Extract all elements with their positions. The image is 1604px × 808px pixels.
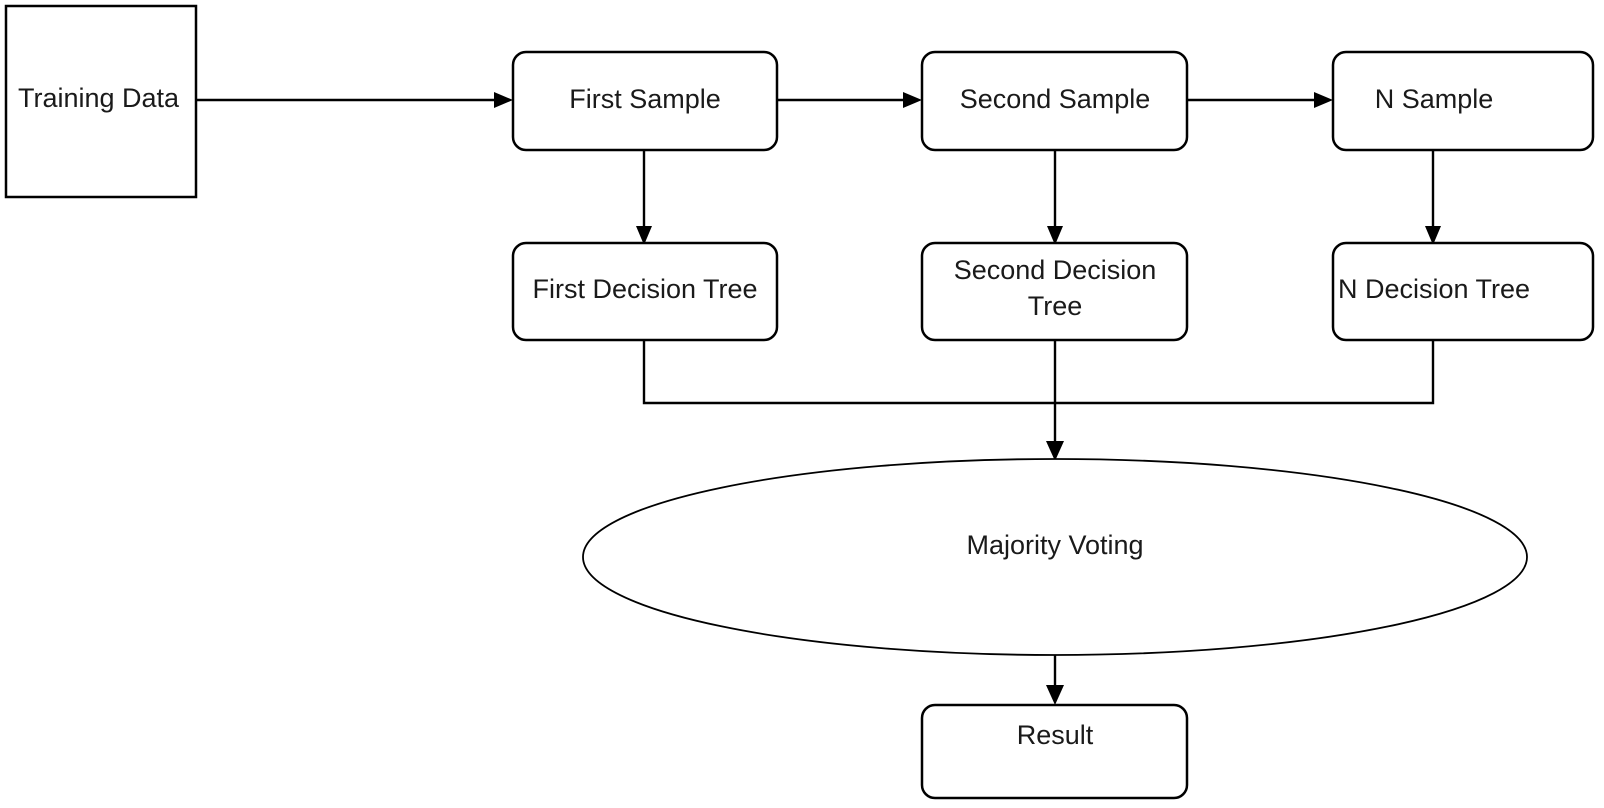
node-result[interactable]: Result: [920, 703, 1189, 800]
node-training-data[interactable]: Training Data: [4, 4, 198, 199]
node-n-sample[interactable]: N Sample: [1331, 50, 1595, 152]
node-n-decision-tree-label: N Decision Tree: [1338, 274, 1530, 304]
edge-first-tree-to-merge: [642, 340, 1055, 405]
node-majority-voting-label: Majority Voting: [966, 530, 1143, 560]
edge-second-sample-to-n-sample: [1187, 92, 1333, 108]
node-majority-voting[interactable]: Majority Voting: [582, 458, 1528, 656]
edge-second-tree-to-majority-voting: [1046, 340, 1064, 461]
node-second-decision-tree-label-line2: Tree: [1028, 291, 1083, 321]
edge-training-data-to-first-sample: [197, 92, 513, 108]
node-n-sample-label: N Sample: [1375, 84, 1494, 114]
node-first-sample-label: First Sample: [569, 84, 721, 114]
edge-first-sample-to-first-tree: [636, 150, 652, 245]
node-second-decision-tree[interactable]: Second Decision Tree: [920, 241, 1189, 342]
node-first-sample[interactable]: First Sample: [511, 50, 779, 152]
edge-n-sample-to-n-tree: [1425, 150, 1441, 245]
node-result-label: Result: [1017, 720, 1094, 750]
node-n-decision-tree[interactable]: N Decision Tree: [1331, 241, 1595, 342]
edge-majority-voting-to-result: [1046, 652, 1064, 705]
edge-second-sample-to-second-tree: [1047, 150, 1063, 245]
node-first-decision-tree[interactable]: First Decision Tree: [511, 241, 779, 342]
node-first-decision-tree-label: First Decision Tree: [532, 274, 757, 304]
edge-n-tree-to-merge: [1055, 340, 1435, 405]
node-second-decision-tree-label-line1: Second Decision: [954, 255, 1157, 285]
node-second-sample-label: Second Sample: [960, 84, 1151, 114]
node-training-data-label: Training Data: [18, 83, 180, 113]
edge-first-sample-to-second-sample: [777, 92, 922, 108]
node-second-sample[interactable]: Second Sample: [920, 50, 1189, 152]
